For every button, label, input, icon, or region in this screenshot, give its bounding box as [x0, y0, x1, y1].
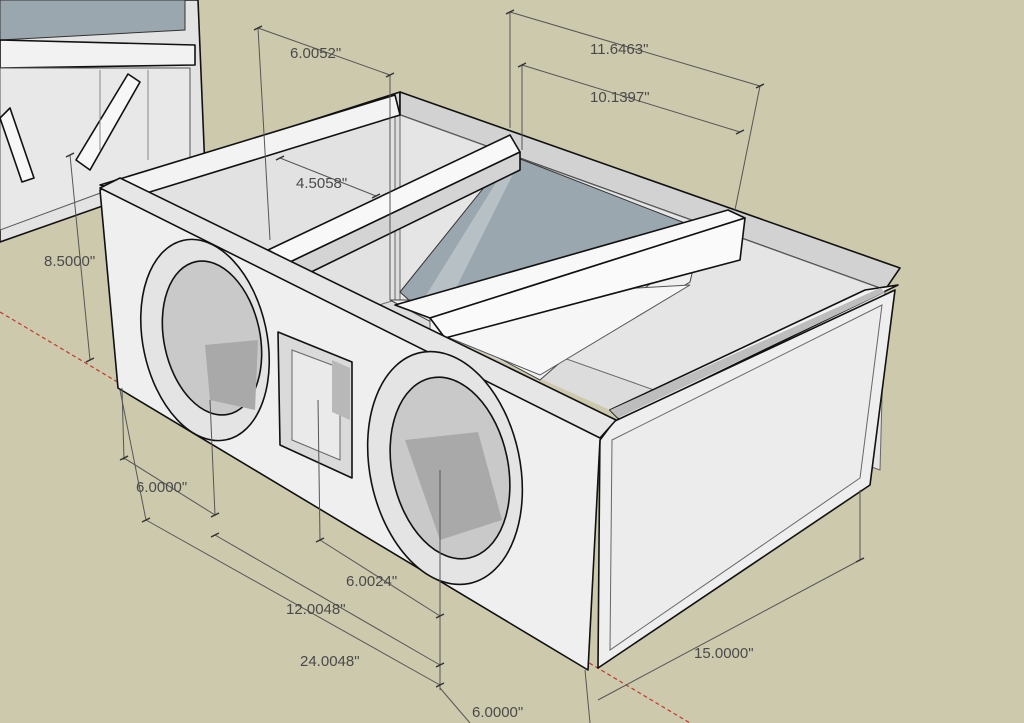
dim-brace-offset: 4.5058"	[296, 175, 347, 192]
dimension-annotations: 6.0052" 11.6463" 10.1397" 4.5058" 8.5000…	[44, 9, 865, 723]
dim-driver-spacing: 12.0048"	[286, 601, 346, 618]
port-glass-shade	[420, 160, 520, 305]
driver-cutout-left	[139, 238, 271, 442]
dim-top-overall-width: 11.6463"	[590, 41, 648, 58]
dim-port-width: 6.0024"	[346, 573, 397, 590]
brace-right-face	[429, 217, 746, 339]
subwoofer-enclosure[interactable]	[99, 91, 901, 671]
dim-top-left-width: 6.0052"	[290, 45, 341, 62]
dim-top-inner-width: 10.1397"	[590, 89, 650, 106]
side-panel-inset	[609, 304, 883, 651]
dim-depth: 15.0000"	[694, 645, 754, 662]
right-rim-top	[610, 288, 885, 418]
dim-height: 8.5000"	[44, 253, 95, 270]
dim-port-offset: 6.0000"	[136, 479, 187, 496]
port-opening	[277, 331, 353, 479]
dim-overall-width: 24.0048"	[300, 653, 360, 670]
dim-right-offset: 6.0000"	[472, 704, 523, 721]
driver-cutout-right	[366, 350, 524, 586]
